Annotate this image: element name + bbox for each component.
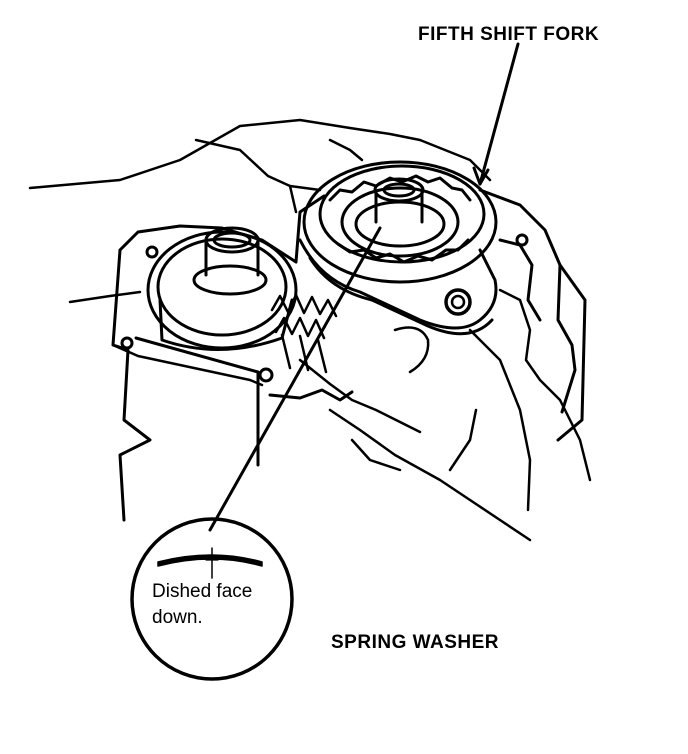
fifth-shift-fork bbox=[298, 238, 498, 336]
fifth-gear-assembly bbox=[302, 160, 498, 284]
fifth-shift-fork-label: FIFTH SHIFT FORK bbox=[418, 24, 600, 45]
detail-note-line-1: Dished face bbox=[152, 581, 253, 602]
detail-note-line-2: down. bbox=[152, 607, 203, 628]
fork-leader-line bbox=[478, 42, 520, 186]
washer-leader-line bbox=[208, 226, 382, 532]
hands bbox=[28, 118, 592, 542]
mainshaft-bearing bbox=[146, 226, 298, 351]
dished-washer-profile bbox=[157, 554, 263, 567]
spring-washer-label: SPRING WASHER bbox=[331, 632, 500, 653]
leader-lines bbox=[208, 42, 520, 532]
transmission-case bbox=[111, 188, 587, 522]
fork-leader-arrow bbox=[472, 166, 490, 186]
spring-washer-detail-inset bbox=[130, 517, 294, 681]
